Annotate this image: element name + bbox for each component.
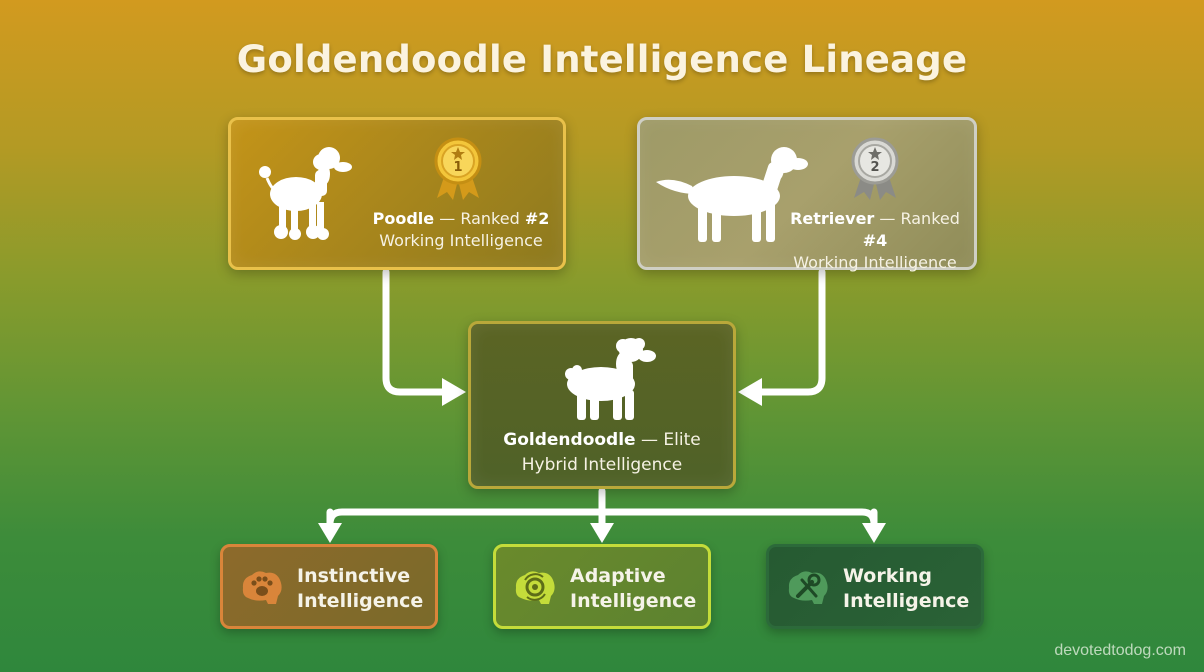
type-label-line2: Intelligence bbox=[297, 590, 424, 612]
poodle-arrowhead bbox=[442, 378, 466, 406]
breed-subtitle: Working Intelligence bbox=[379, 231, 543, 250]
brain-paw-icon bbox=[242, 571, 282, 604]
silver-medal-icon: 2 bbox=[851, 137, 899, 200]
goldendoodle-label: Goldendoodle — Elite Hybrid Intelligence bbox=[481, 428, 723, 478]
retriever-card: 2 Retriever — Ranked #4 Working Intellig… bbox=[637, 117, 977, 272]
poodle-label: Poodle — Ranked #2 Working Intelligence bbox=[366, 208, 556, 252]
type-label-line1: Working bbox=[843, 565, 932, 587]
brain-gears-icon bbox=[515, 571, 555, 604]
rank-value: #4 bbox=[862, 231, 888, 250]
type-label: Instinctive Intelligence bbox=[297, 564, 423, 614]
goldendoodle-card: Goldendoodle — Elite Hybrid Intelligence bbox=[468, 321, 736, 489]
breed-subtitle: Hybrid Intelligence bbox=[521, 455, 683, 475]
breed-name: Retriever bbox=[790, 209, 875, 228]
instinctive-intelligence-box: Instinctive Intelligence bbox=[220, 544, 438, 629]
type-label: Working Intelligence bbox=[843, 564, 969, 614]
type-label-line1: Instinctive bbox=[297, 565, 411, 587]
working-arrowhead bbox=[862, 523, 886, 543]
type-label: Adaptive Intelligence bbox=[570, 564, 696, 614]
retriever-label: Retriever — Ranked #4 Working Intelligen… bbox=[780, 208, 970, 274]
poodle-arrow-line bbox=[382, 268, 450, 396]
rank-prefix: — Ranked bbox=[434, 209, 525, 228]
medal-number: 1 bbox=[453, 160, 462, 175]
retriever-arrow-line bbox=[754, 268, 826, 396]
retriever-arrowhead bbox=[738, 378, 762, 406]
rank-suffix: — Elite bbox=[635, 430, 701, 450]
type-label-line2: Intelligence bbox=[570, 590, 697, 612]
type-label-line2: Intelligence bbox=[843, 590, 970, 612]
retriever-icon bbox=[656, 147, 808, 242]
instinctive-arrowhead bbox=[318, 523, 342, 543]
poodle-card: 1 Poodle — Ranked #2 Working Intelligenc… bbox=[228, 117, 566, 270]
type-label-line1: Adaptive bbox=[570, 565, 666, 587]
breed-name: Goldendoodle bbox=[503, 430, 636, 450]
rank-prefix: — Ranked bbox=[874, 209, 960, 228]
adaptive-arrowhead bbox=[590, 523, 614, 543]
working-intelligence-box: Working Intelligence bbox=[766, 544, 984, 629]
watermark: devotedtodog.com bbox=[1054, 642, 1186, 659]
medal-number: 2 bbox=[870, 160, 879, 175]
rank-value: #2 bbox=[524, 209, 550, 228]
gold-medal-icon: 1 bbox=[434, 137, 482, 200]
adaptive-intelligence-box: Adaptive Intelligence bbox=[493, 544, 711, 629]
breed-name: Poodle bbox=[372, 209, 435, 228]
diagram-title: Goldendoodle Intelligence Lineage bbox=[236, 38, 968, 81]
poodle-icon bbox=[259, 147, 352, 240]
goldendoodle-icon bbox=[565, 338, 656, 420]
brain-wrench-icon bbox=[788, 571, 828, 604]
breed-subtitle: Working Intelligence bbox=[793, 253, 957, 272]
